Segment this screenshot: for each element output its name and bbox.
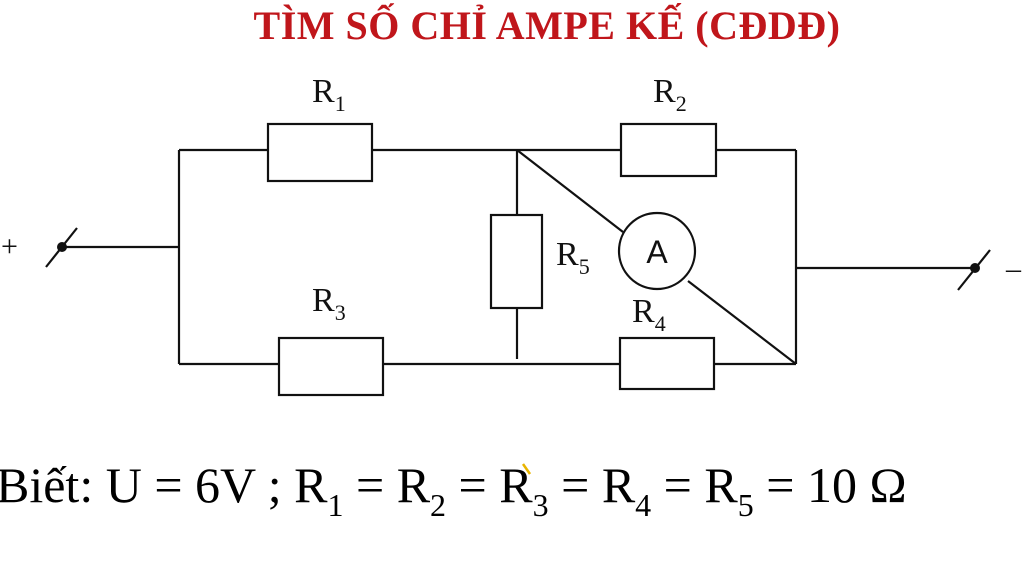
terminal-left-dot: [57, 242, 67, 252]
given-prefix: Biết: U = 6V ;: [0, 457, 295, 513]
diagonal-wire-upper: [516, 149, 624, 233]
resistor-r2: [619, 122, 718, 178]
ammeter-label: A: [646, 234, 668, 270]
ammeter: [617, 211, 697, 291]
label-r5: R5: [556, 236, 590, 279]
resistor-r1: [266, 122, 374, 183]
label-r4: R4: [632, 293, 666, 336]
terminal-positive-sign: +: [1, 230, 18, 263]
resistor-r3: [277, 336, 385, 397]
label-r3: R3: [312, 282, 346, 325]
resistor-r4: [618, 336, 716, 391]
slide-title: TÌM SỐ CHỈ AMPE KẾ (CĐDĐ): [253, 3, 841, 48]
stray-mark: [521, 463, 532, 475]
given-value: 10 Ω: [806, 457, 907, 513]
label-r1: R1: [312, 73, 346, 116]
terminal-negative-sign: –: [1005, 252, 1022, 285]
given-values: Biết: U = 6V ; R1 = R2 = R3 = R4 = R5 = …: [0, 456, 907, 523]
label-r2: R2: [653, 73, 687, 116]
terminal-right-dot: [970, 263, 980, 273]
diagonal-wire-lower: [687, 280, 797, 365]
resistor-r5: [489, 213, 544, 310]
